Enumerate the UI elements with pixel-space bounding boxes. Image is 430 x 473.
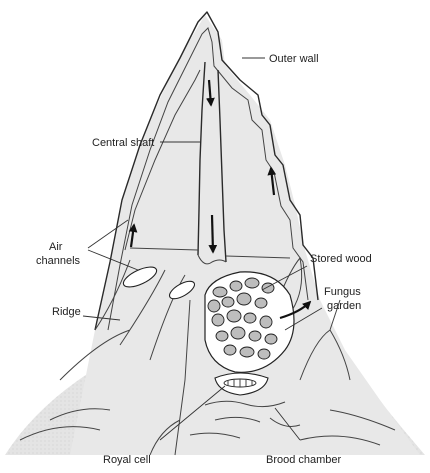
label-royal-cell: Royal cell: [103, 454, 151, 466]
label-brood-chamber: Brood chamber: [266, 454, 342, 466]
label-central-shaft: Central shaft: [92, 137, 154, 149]
label-garden: garden: [327, 300, 361, 312]
label-air: Air: [49, 241, 63, 253]
label-channels: channels: [36, 255, 81, 267]
label-stored-wood: Stored wood: [310, 253, 372, 265]
label-fungus: Fungus: [324, 286, 361, 298]
label-ridge: Ridge: [52, 306, 81, 318]
label-outer-wall: Outer wall: [269, 53, 319, 65]
airflow-arrow-down-middle: [212, 215, 213, 252]
